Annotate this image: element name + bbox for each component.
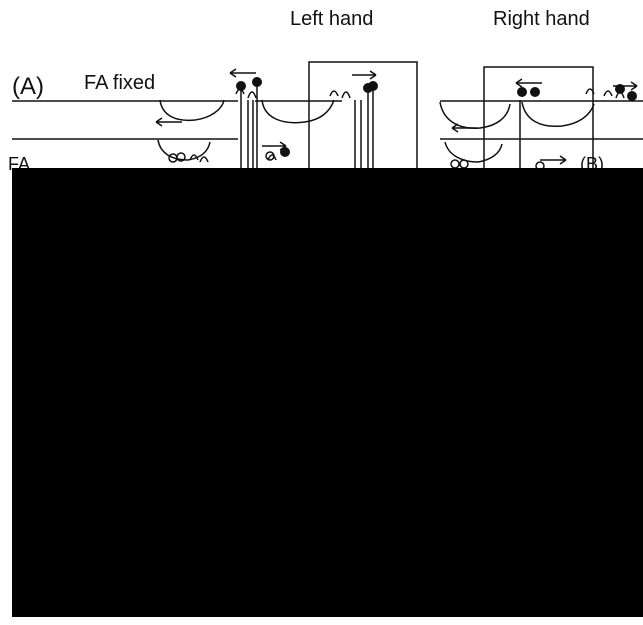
hand-icon (261, 99, 335, 124)
finger-dot-icon (517, 87, 527, 97)
arrow-left-icon (155, 117, 182, 127)
finger-dot-icon (459, 159, 469, 169)
left-hand-box (308, 61, 418, 173)
finger-dot-icon (252, 77, 262, 87)
finger-dot-icon (280, 147, 290, 157)
hand-icon (157, 139, 211, 161)
right-hand-header: Right hand (493, 8, 590, 30)
finger-stem (240, 82, 374, 168)
hand-icon (444, 141, 503, 163)
hand-icon (439, 101, 511, 129)
arrow-right-icon (352, 70, 377, 80)
fa-fixed-label: FA fixed (84, 72, 156, 94)
arrow-right-icon (540, 155, 567, 165)
finger-dot-icon (368, 81, 378, 91)
arrow-left-icon (515, 78, 542, 88)
finger-dot-icon (450, 159, 460, 169)
finger-dot-icon (265, 151, 275, 161)
finger-dot-icon (627, 91, 637, 101)
hand-icon (159, 99, 225, 122)
redaction-block (12, 168, 643, 617)
finger-dot-icon (530, 87, 540, 97)
finger-dot-icon (236, 81, 246, 91)
finger-dot-icon (176, 152, 186, 162)
arrow-left-icon (229, 68, 256, 78)
left-hand-header: Left hand (290, 8, 374, 30)
finger-dot-icon (615, 84, 625, 94)
panel-a-label: (A) (12, 73, 44, 100)
hand-icon (521, 101, 595, 128)
